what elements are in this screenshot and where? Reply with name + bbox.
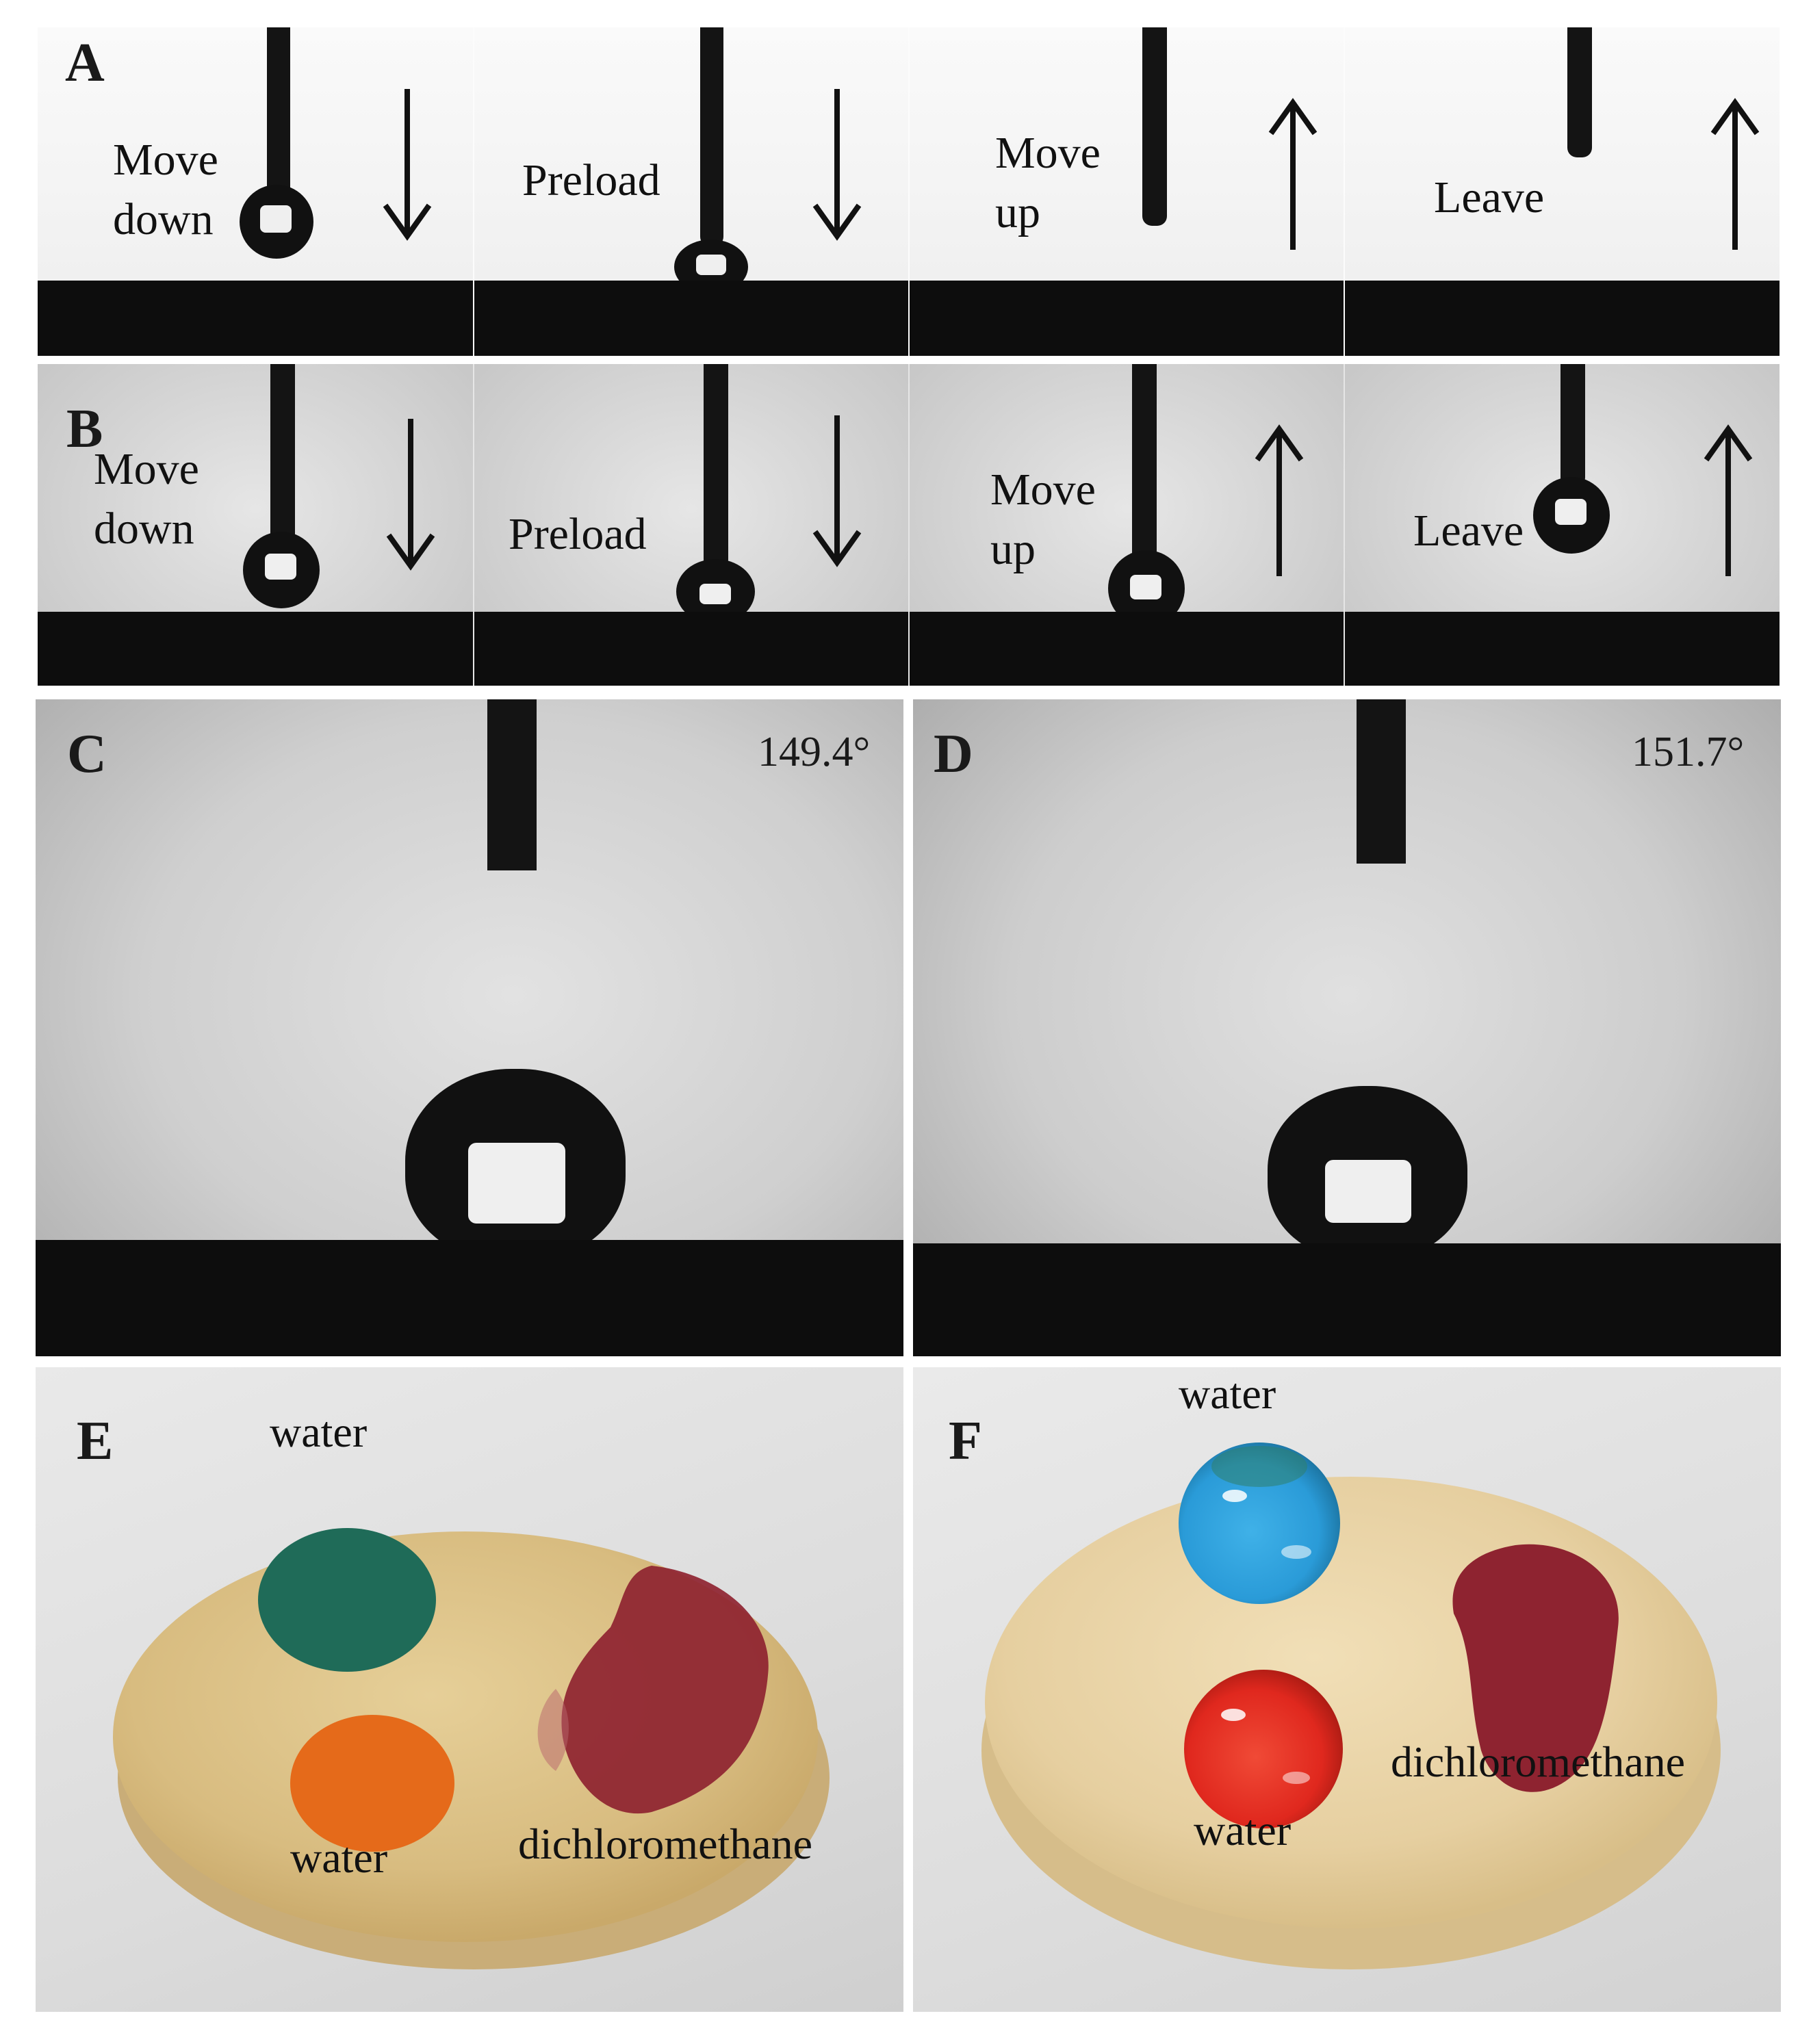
panel-a: Move down Preload Move up (38, 27, 1780, 356)
frame-caption: Move down (113, 135, 218, 245)
panel-letter-a: A (65, 33, 105, 93)
panel-letter-f: F (949, 1411, 982, 1471)
water-droplet (243, 532, 320, 608)
arrow-up-icon (1708, 92, 1762, 250)
needle (1142, 27, 1167, 226)
label-water-top: water (270, 1408, 368, 1456)
needle (700, 27, 723, 246)
arrow-up-icon (1701, 419, 1756, 576)
substrate (38, 281, 473, 356)
panel-b: Move down Preload Move up (38, 364, 1780, 686)
contact-angle-value: 149.4° (758, 729, 871, 775)
panel-letter-d: D (934, 724, 973, 784)
panel-a-frame-4: Leave (1345, 27, 1780, 356)
water-droplet (1533, 477, 1610, 554)
arrow-down-icon (380, 89, 435, 246)
substrate (38, 612, 473, 686)
red-water-droplet (1184, 1670, 1343, 1828)
label-water-top: water (1179, 1369, 1276, 1418)
panel-b-frame-2: Preload (474, 364, 908, 686)
arrow-down-icon (810, 415, 864, 573)
arrow-down-icon (383, 419, 438, 576)
orange-spot (290, 1715, 454, 1852)
needle (1132, 364, 1157, 569)
substrate (913, 1243, 1781, 1356)
substrate (910, 281, 1344, 356)
needle (1560, 364, 1585, 487)
red-stain (561, 1566, 769, 1814)
substrate (910, 612, 1344, 686)
label-water-bottom: water (290, 1833, 388, 1882)
panel-b-frame-3: Move up (910, 364, 1344, 686)
substrate (474, 281, 908, 356)
needle (267, 27, 290, 212)
label-water-bottom: water (1194, 1806, 1292, 1854)
water-droplet (1268, 1086, 1467, 1260)
panel-c: C 149.4° (36, 699, 903, 1356)
contact-angle-value: 151.7° (1632, 729, 1745, 775)
panel-d: D 151.7° (913, 699, 1781, 1356)
substrate (36, 1240, 903, 1356)
frame-caption: Move up (995, 128, 1101, 238)
sample-disc-photo (113, 1528, 830, 1969)
panel-f: F water water dichloromethane (913, 1367, 1781, 2012)
substrate (1345, 281, 1780, 356)
panel-letter-b: B (66, 399, 103, 459)
substrate (474, 612, 908, 686)
frame-caption: Preload (509, 509, 647, 559)
panel-a-frame-1: Move down (38, 27, 473, 356)
frame-caption: Preload (522, 155, 660, 205)
panel-b-frame-1: Move down (38, 364, 473, 686)
arrow-up-icon (1266, 92, 1320, 250)
red-stain (1452, 1544, 1619, 1792)
needle (487, 699, 537, 870)
needle (704, 364, 728, 569)
arrow-up-icon (1252, 419, 1307, 576)
sample-disc-photo (981, 1443, 1721, 1969)
frame-caption: Move down (94, 444, 199, 554)
green-spot (258, 1528, 436, 1672)
needle (1567, 27, 1592, 157)
blue-water-droplet (1179, 1443, 1340, 1604)
panel-e: E water water dichloromethane (36, 1367, 903, 2012)
needle (1357, 699, 1406, 864)
arrow-down-icon (810, 89, 864, 246)
label-dichloromethane: dichloromethane (518, 1820, 813, 1868)
frame-caption: Leave (1413, 506, 1524, 556)
panel-a-frame-2: Preload (474, 27, 908, 356)
frame-caption: Leave (1434, 172, 1545, 222)
water-droplet (405, 1069, 626, 1260)
panel-letter-c: C (67, 724, 107, 784)
panel-b-frame-4: Leave (1345, 364, 1780, 686)
disc-top (985, 1477, 1717, 1928)
water-droplet (240, 185, 313, 259)
needle (270, 364, 295, 549)
label-dichloromethane: dichloromethane (1391, 1737, 1686, 1786)
panel-letter-e: E (77, 1411, 114, 1471)
frame-caption: Move up (990, 465, 1096, 575)
panel-a-frame-3: Move up (910, 27, 1344, 356)
substrate (1345, 612, 1780, 686)
